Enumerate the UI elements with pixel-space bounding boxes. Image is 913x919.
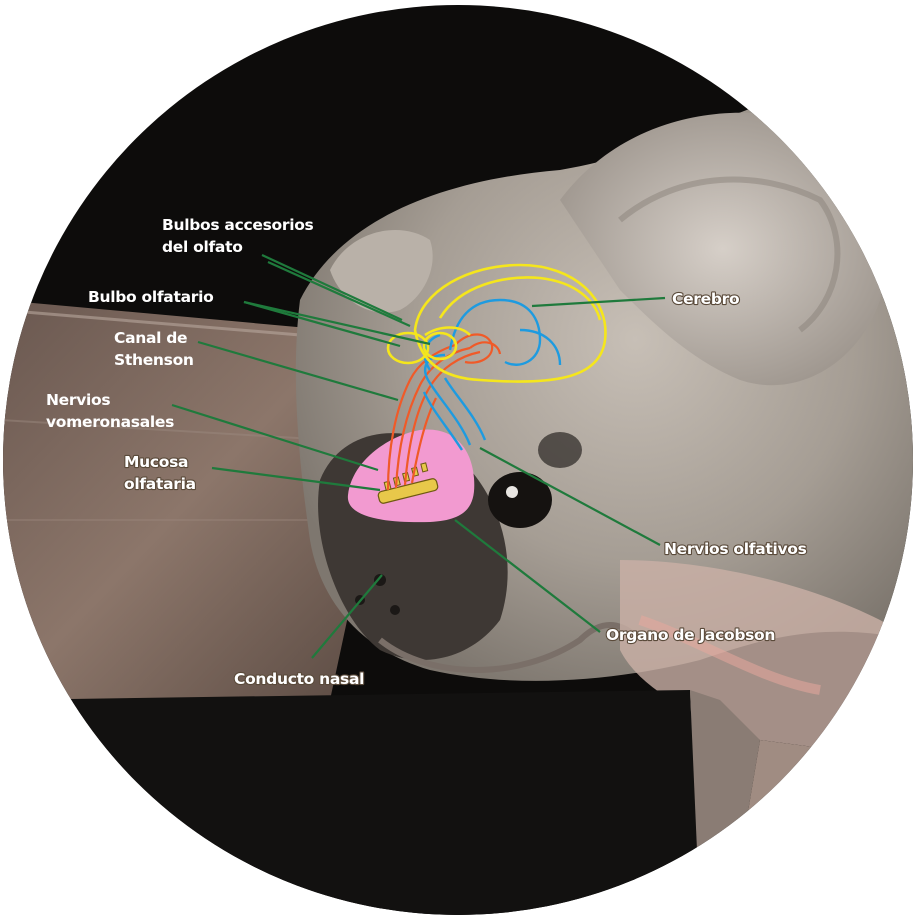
label-nervios-vomeronasales-line2: vomeronasales <box>46 413 174 431</box>
label-cerebro: Cerebro <box>672 290 739 308</box>
label-mucosa-line1: Mucosa <box>124 453 188 471</box>
eye-highlight <box>506 486 518 498</box>
label-mucosa-line2: olfataria <box>124 475 196 493</box>
perch-side <box>730 740 913 919</box>
label-nervios-vomeronasales-line1: Nervios <box>46 391 110 409</box>
label-nervios-olfativos: Nervios olfativos <box>664 540 807 558</box>
label-canal-line2: Sthenson <box>114 351 194 369</box>
perch-shadow <box>0 690 700 919</box>
label-bulbo-olfatario: Bulbo olfatario <box>88 288 213 306</box>
label-bulbos-accesorios-line2: del olfato <box>162 238 243 256</box>
nostril <box>390 605 400 615</box>
label-organo-de-jacobson: Organo de Jacobson <box>606 626 775 644</box>
eye-shadow <box>538 432 582 468</box>
label-bulbos-accesorios-line1: Bulbos accesorios <box>162 216 314 234</box>
label-conducto-nasal: Conducto nasal <box>234 670 364 688</box>
label-canal-line1: Canal de <box>114 329 187 347</box>
